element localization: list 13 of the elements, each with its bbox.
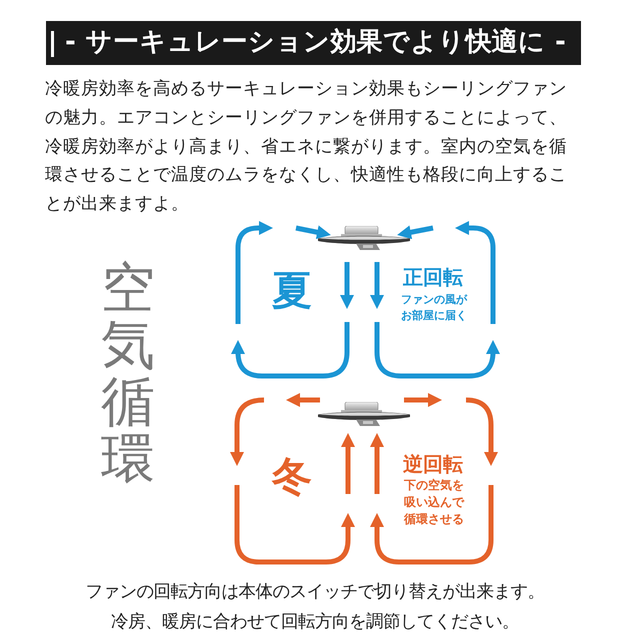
title: - サーキュレーション効果でより快適に - bbox=[65, 26, 566, 59]
note-text: ファンの回転方向は本体のスイッチで切り替えが出来ます。 bbox=[84, 581, 546, 604]
rotation-note: ファンの風がお部屋に届く bbox=[400, 292, 468, 324]
season-label: 夏 bbox=[272, 268, 312, 314]
ceiling-fan-icon bbox=[318, 402, 410, 427]
vertical-heading: 空気循環 bbox=[100, 259, 156, 487]
note-text: 冷房、暖房に合わせて回転方向を調節してください。 bbox=[110, 611, 520, 634]
ceiling-fan-icon bbox=[318, 226, 410, 251]
rotation-label: 逆回転 bbox=[403, 451, 463, 477]
body-text: 冷暖房効率を高めるサーキュレーション効果もシーリングファンの魅力。エアコンとシーリングファンを併用することによって、冷暖房効率がより高まり、省エネに繋がります。室内の空気を循環させることで温度のムラをなくし、快適性も格段に向上することが出来ますよ。 bbox=[45, 78, 568, 216]
season-label: 冬 bbox=[272, 454, 312, 500]
rotation-note: 下の空気を吸い込んで循環させる bbox=[402, 477, 466, 528]
rotation-label: 正回転 bbox=[403, 264, 463, 290]
